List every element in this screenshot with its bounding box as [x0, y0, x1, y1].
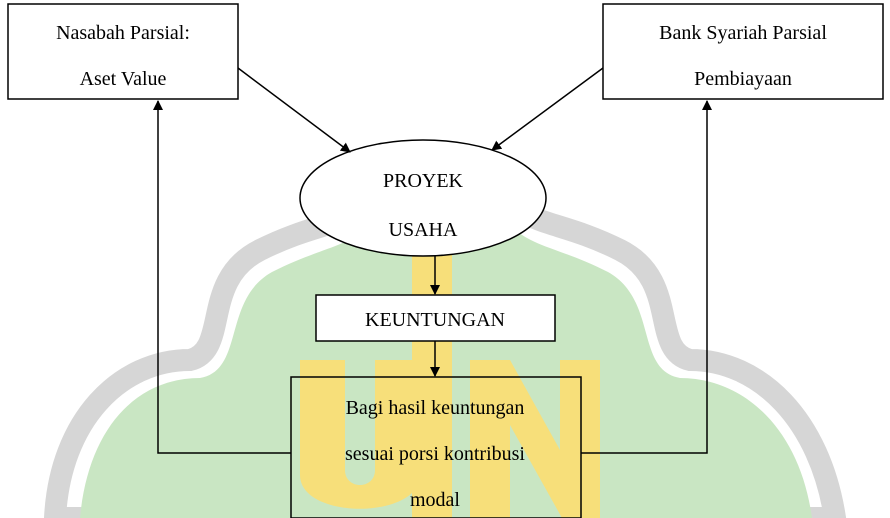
- node-proyek-line2: USAHA: [389, 219, 458, 241]
- node-keuntungan: KEUNTUNGAN: [315, 294, 556, 342]
- node-bank-box: [602, 3, 884, 100]
- edge-bank-to-proyek: [491, 67, 604, 151]
- node-bagi-hasil-line1: Bagi hasil keuntungan: [346, 397, 525, 419]
- node-proyek: PROYEK USAHA: [299, 139, 547, 257]
- node-nasabah-box: [7, 3, 239, 100]
- node-nasabah: Nasabah Parsial: Aset Value: [7, 3, 239, 100]
- node-bagi-hasil-line2: sesuai porsi kontribusi: [345, 443, 525, 465]
- node-bagi-hasil: Bagi hasil keuntungan sesuai porsi kontr…: [290, 376, 582, 518]
- node-nasabah-line2: Aset Value: [80, 68, 167, 90]
- node-keuntungan-box: [315, 294, 556, 342]
- edge-bagi-hasil-to-nasabah: [153, 100, 291, 454]
- node-bagi-hasil-box: [290, 376, 582, 518]
- edge-bagi-hasil-to-bank: [581, 100, 712, 454]
- node-bagi-hasil-line3: modal: [410, 489, 460, 511]
- node-bank-line2: Pembiayaan: [694, 68, 792, 90]
- edge-nasabah-to-proyek: [237, 67, 351, 153]
- node-nasabah-line1: Nasabah Parsial:: [56, 22, 190, 44]
- node-proyek-line1: PROYEK: [383, 170, 464, 192]
- node-bank-line1: Bank Syariah Parsial: [659, 22, 827, 44]
- node-bank: Bank Syariah Parsial Pembiayaan: [602, 3, 884, 100]
- node-proyek-ellipse: [299, 139, 547, 257]
- node-keuntungan-label: KEUNTUNGAN: [365, 309, 505, 331]
